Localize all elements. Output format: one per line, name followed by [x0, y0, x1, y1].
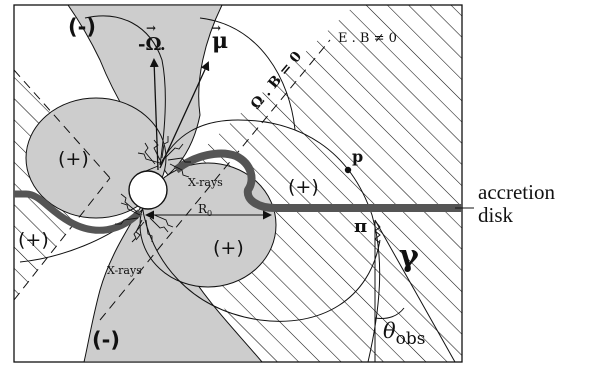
r0-symbol: R — [198, 202, 208, 216]
label-neg-omega: -Ω — [138, 34, 162, 55]
field-line-arc-big — [199, 17, 296, 131]
accretion-disk-left — [14, 190, 143, 234]
omega-dot-b-dashed-line — [99, 39, 331, 321]
field-line-arc-top — [84, 15, 166, 166]
photon-wiggle — [374, 221, 381, 244]
label-xrays-upper: X-rays — [188, 176, 223, 189]
label-gamma: γ — [399, 239, 419, 274]
mu-vector-mark: → — [211, 21, 221, 35]
r0-subscript: 0 — [207, 209, 212, 218]
label-accretion: accretion — [478, 180, 555, 204]
label-pi: π — [354, 216, 367, 237]
label-mu: μ — [212, 28, 228, 54]
label-disk: disk — [478, 203, 514, 227]
label-minus-bottom: (-) — [92, 328, 120, 352]
observer-angle-arc — [374, 307, 405, 319]
left-dashed-line-upper — [14, 69, 111, 179]
label-plus-center: (+) — [213, 237, 244, 259]
label-minus-top: (-) — [68, 15, 96, 39]
neutron-star — [128, 170, 168, 210]
xray-rays-lower — [115, 193, 174, 243]
label-plus-right: (+) — [288, 176, 319, 198]
label-p: p — [352, 147, 363, 166]
accretion-disk-right — [173, 149, 462, 212]
left-dashed-line-lower — [14, 177, 111, 301]
theta-symbol: θ — [383, 319, 396, 343]
field-line-arc-mid — [159, 119, 381, 362]
photon-path-line — [374, 219, 456, 362]
neg-omega-vector-mark: → — [146, 21, 156, 35]
label-plus-lower-left: (+) — [18, 229, 49, 251]
rotation-axis-arrow — [149, 58, 159, 171]
label-theta-obs: θobs — [383, 319, 426, 349]
theta-subscript: obs — [396, 329, 426, 349]
point-p-marker — [344, 166, 352, 174]
label-r0: R0 — [198, 202, 212, 218]
neg-omega-dot: . — [160, 35, 166, 54]
label-e-dot-b: E . B ≠ 0 — [338, 31, 397, 46]
field-line-arc-lower — [141, 204, 381, 322]
label-plus-left: (+) — [58, 148, 89, 170]
label-xrays-lower: X-rays — [107, 264, 142, 277]
magnetic-axis-arrow — [159, 61, 210, 169]
